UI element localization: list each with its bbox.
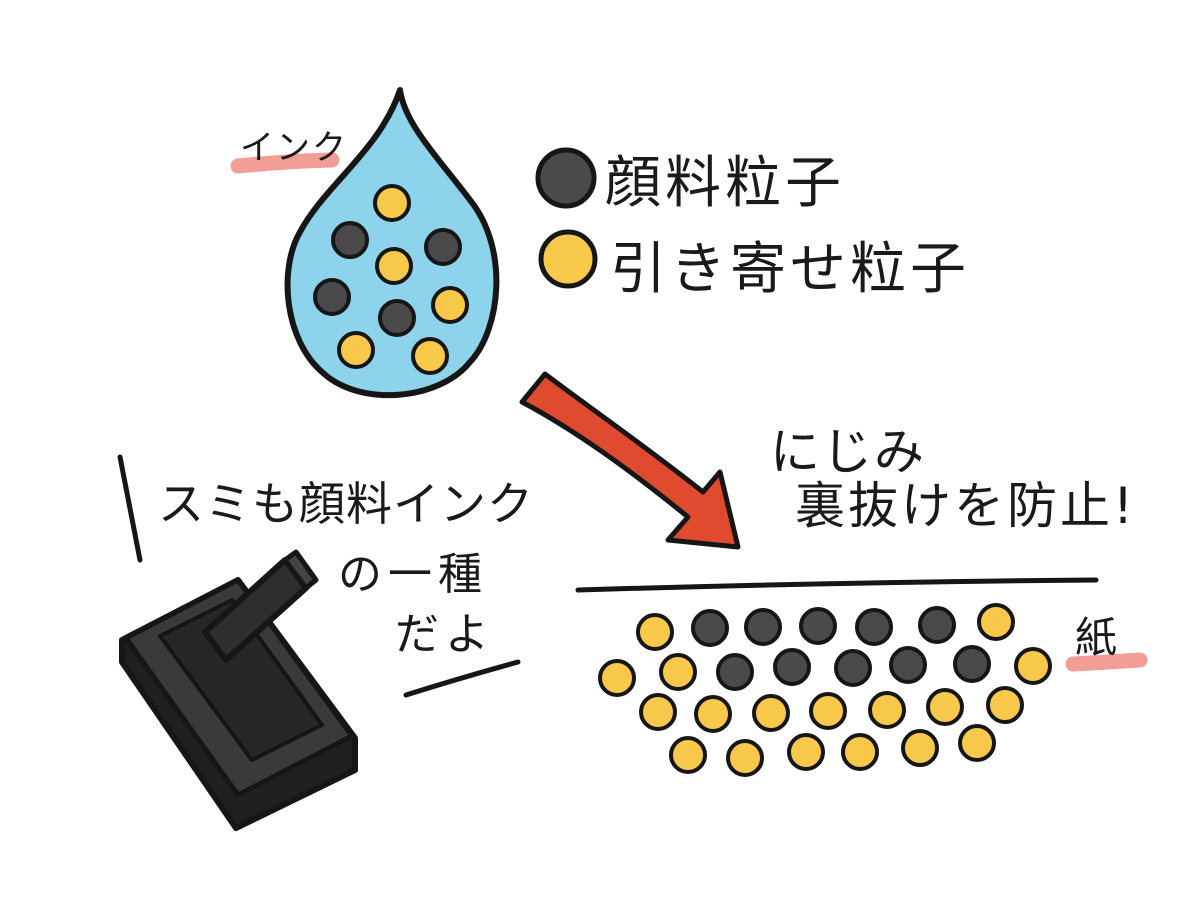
inkstone-with-ink-stick-icon — [122, 552, 355, 828]
paper-attract-particle-28 — [960, 726, 994, 760]
legend-attract-label: 引き寄せ粒子 — [610, 224, 970, 305]
drop-attract-particle-6 — [433, 288, 467, 322]
paper-attract-particle-25 — [789, 735, 823, 769]
paper-attract-particle-16 — [641, 695, 675, 729]
paper-pigment-particle-2 — [693, 611, 727, 645]
drop-attract-particle-1 — [375, 186, 409, 220]
paper-particle-layer — [600, 605, 1050, 775]
paper-attract-particle-15 — [1016, 649, 1050, 683]
paper-attract-particle-7 — [979, 605, 1013, 639]
paper-attract-particle-19 — [811, 694, 845, 728]
paper-attract-particle-22 — [988, 688, 1022, 722]
paper-attract-particle-9 — [661, 655, 695, 689]
note-bracket-line — [120, 457, 140, 560]
legend-attract-particle-icon — [541, 232, 595, 286]
paper-attract-particle-20 — [870, 693, 904, 727]
paper-attract-particle-23 — [671, 738, 705, 772]
paper-attract-particle-1 — [638, 615, 672, 649]
paper-attract-particle-24 — [728, 741, 762, 775]
drop-pigment-particle-2 — [333, 223, 367, 257]
paper-attract-particle-26 — [843, 735, 877, 769]
paper-attract-particle-21 — [928, 690, 962, 724]
sumi-note-line3: だよ — [395, 598, 495, 662]
paper-pigment-particle-6 — [920, 608, 954, 642]
paper-surface-line — [578, 580, 1096, 590]
paper-pigment-particle-4 — [801, 609, 835, 643]
paper-pigment-particle-12 — [836, 651, 870, 685]
paper-label: 紙 — [1075, 604, 1119, 665]
legend-pigment-particle-icon — [538, 150, 594, 206]
effect-text-line2: 裏抜けを防止! — [795, 466, 1136, 538]
note-underline — [406, 662, 518, 695]
paper-pigment-particle-14 — [955, 647, 989, 681]
paper-pigment-particle-10 — [718, 655, 752, 689]
sumi-note-line1: スミも顔料インク — [158, 468, 534, 534]
sumi-note-line2: の一種 — [338, 538, 488, 602]
drop-attract-particle-8 — [339, 333, 373, 367]
paper-pigment-particle-13 — [891, 648, 925, 682]
paper-pigment-particle-3 — [746, 610, 780, 644]
drop-pigment-particle-5 — [315, 280, 349, 314]
down-right-arrow-icon — [522, 374, 738, 547]
ink-label: インク — [240, 120, 348, 169]
drop-pigment-particle-3 — [426, 230, 460, 264]
paper-pigment-particle-5 — [857, 610, 891, 644]
legend-pigment-label: 顔料粒子 — [605, 138, 845, 219]
drop-attract-particle-4 — [377, 249, 411, 283]
paper-attract-particle-27 — [903, 731, 937, 765]
paper-pigment-particle-11 — [775, 650, 809, 684]
paper-attract-particle-18 — [754, 696, 788, 730]
drop-attract-particle-9 — [413, 339, 447, 373]
drop-pigment-particle-7 — [380, 301, 414, 335]
paper-attract-particle-8 — [600, 661, 634, 695]
paper-attract-particle-17 — [696, 697, 730, 731]
